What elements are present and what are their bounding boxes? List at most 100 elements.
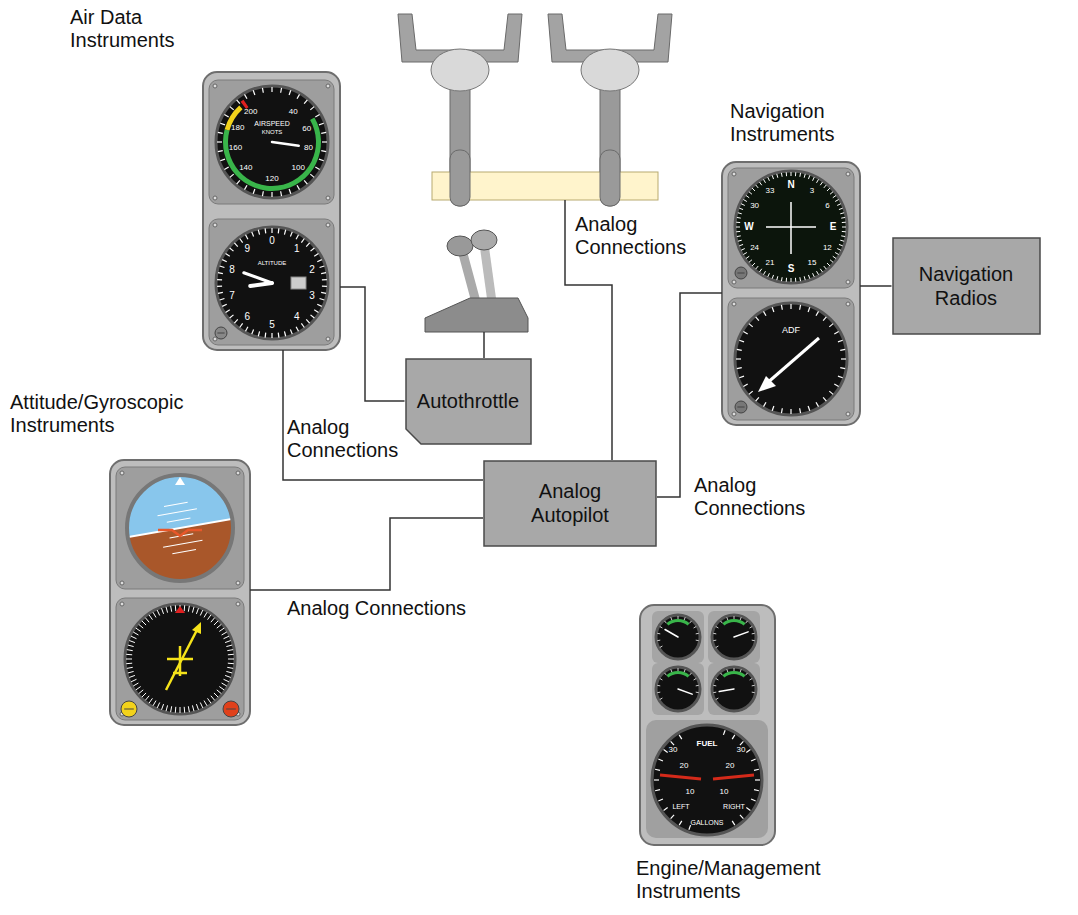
gauge-ticks	[657, 668, 698, 700]
gauge-face	[735, 303, 847, 415]
tick	[211, 696, 215, 701]
tick	[655, 790, 660, 791]
screw	[213, 337, 217, 341]
panel-heading: Engine/Management Instruments	[636, 857, 876, 903]
tick	[754, 769, 759, 770]
tick	[222, 683, 227, 686]
tick	[827, 263, 830, 266]
tick	[218, 150, 223, 152]
panel-heading: Attitude/Gyroscopic Instruments	[10, 391, 250, 437]
tick	[320, 298, 325, 300]
instrument-panel: Air Data Instruments	[203, 72, 340, 350]
gauge-marking: 7	[229, 291, 235, 301]
tick	[737, 349, 742, 351]
tick	[736, 227, 740, 228]
tick	[746, 195, 749, 197]
tick	[317, 304, 322, 306]
tick	[127, 650, 133, 651]
tick	[752, 685, 755, 687]
tick	[833, 195, 836, 197]
tick	[808, 406, 810, 411]
gauge-marking: 33	[766, 187, 775, 195]
tick	[658, 759, 663, 761]
tick	[750, 679, 753, 681]
tick	[684, 669, 685, 672]
gauge-ticks	[217, 87, 327, 197]
tick	[192, 705, 194, 711]
tick	[746, 673, 748, 675]
tick	[321, 132, 326, 134]
tick	[741, 204, 745, 206]
tick	[145, 696, 149, 701]
tick	[696, 692, 699, 694]
hsi-arrow-head	[192, 622, 201, 634]
tick	[217, 624, 222, 628]
tick	[820, 269, 822, 272]
tick	[153, 701, 156, 706]
tick	[795, 278, 796, 282]
tick	[184, 707, 186, 713]
fuel-needle	[660, 775, 701, 779]
gauge-face	[125, 604, 235, 714]
instrument-panel	[722, 162, 860, 425]
tick	[660, 627, 663, 629]
screw	[213, 84, 217, 88]
gauge-needle	[272, 142, 299, 146]
tick	[306, 243, 309, 247]
gauge-marking: 9	[245, 244, 251, 254]
tick	[218, 132, 223, 134]
gauge-marking: 6	[245, 312, 251, 322]
hsi-heading-bug	[175, 606, 185, 613]
tick	[838, 376, 843, 378]
tick	[214, 693, 218, 697]
screw	[120, 471, 124, 475]
tick	[226, 645, 232, 647]
tick	[230, 248, 234, 251]
pitch-line	[158, 509, 197, 516]
screw	[732, 172, 736, 176]
gauge-marking: RIGHT	[723, 803, 745, 810]
tick	[290, 329, 292, 334]
tick	[690, 673, 692, 675]
tick	[222, 260, 227, 262]
gauge-ticks	[736, 304, 846, 414]
tick	[296, 327, 298, 331]
gauge-ticks	[126, 605, 234, 713]
tick	[786, 278, 787, 282]
tick	[128, 671, 134, 673]
tick	[738, 240, 742, 241]
tick	[723, 730, 725, 735]
tick	[842, 231, 846, 232]
tick	[258, 230, 259, 235]
gauge-marking: 12	[823, 244, 832, 252]
tick	[126, 654, 132, 656]
tick	[799, 408, 801, 413]
tick	[304, 100, 307, 104]
tick	[321, 292, 326, 294]
gauge-needle	[719, 689, 734, 692]
gauge-marking: 1	[294, 244, 300, 254]
tick	[716, 698, 719, 700]
tick	[713, 640, 716, 642]
tick	[839, 208, 843, 209]
tick	[253, 189, 255, 194]
tick	[813, 273, 815, 277]
tick	[751, 759, 756, 761]
gauge-marking: 200	[244, 108, 257, 116]
tick	[743, 200, 746, 202]
mini-bezel	[708, 611, 760, 663]
gauge-marking: 140	[239, 164, 252, 172]
tick	[301, 323, 304, 327]
gauge-marking: 10	[686, 788, 695, 796]
tick	[777, 276, 778, 280]
tick	[813, 177, 815, 181]
tick	[246, 235, 248, 239]
tick	[841, 358, 846, 359]
screw	[326, 84, 330, 88]
box-fill	[484, 461, 656, 546]
gauge-marking: W	[744, 222, 753, 232]
connection-label: Analog Connections	[287, 597, 547, 620]
tick	[224, 115, 228, 118]
tick	[180, 707, 181, 713]
tick	[188, 606, 189, 612]
